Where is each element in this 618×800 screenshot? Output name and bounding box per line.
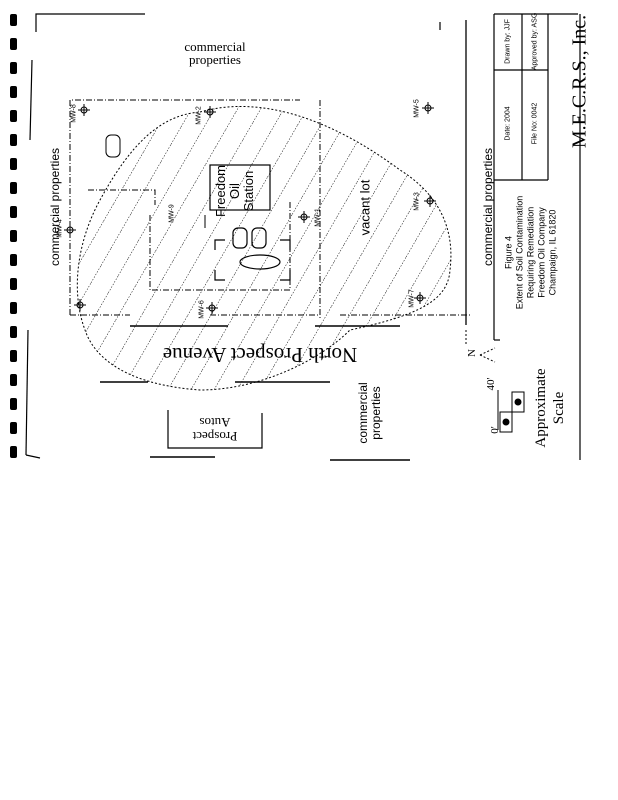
binder-hole (10, 446, 17, 458)
monitoring-wells (64, 102, 436, 314)
binder-hole (10, 38, 17, 50)
prospect-autos-line2: Autos (199, 415, 231, 430)
binder-hole (10, 398, 17, 410)
scale-caption: Approximate Scale (532, 358, 568, 458)
binder-hole (10, 302, 17, 314)
drawn-by-field: Drawn by: JJF (504, 19, 512, 64)
well-label-mw9: MW-9 (168, 204, 176, 223)
border-left-lower (25, 329, 29, 456)
prospect-autos-building (167, 410, 263, 449)
well-label-mw8: MW-8 (70, 104, 78, 123)
binder-hole (10, 350, 17, 362)
well-symbol-mw6 (206, 302, 218, 314)
binder-hole (10, 110, 17, 122)
well-symbol-mw7 (414, 292, 426, 304)
north-arrow (479, 347, 496, 363)
well-symbol-mw5 (422, 102, 434, 114)
station-line3: Station (241, 170, 256, 212)
well-symbol-mw8 (78, 104, 90, 116)
well-symbol-mw4 (64, 224, 76, 236)
binder-hole (10, 206, 17, 218)
scale-caption-line2: Scale (551, 391, 567, 425)
well-label-mw1: MW-1 (314, 208, 322, 227)
figure-number: Figure 4 (503, 235, 514, 270)
tank-marker (105, 134, 121, 158)
binder-hole (10, 254, 17, 266)
binder-hole (10, 230, 17, 242)
title-block-frame (493, 13, 581, 460)
well-symbol-mw3 (424, 195, 436, 207)
well-symbol-mw1 (298, 211, 310, 223)
binder-hole (10, 158, 17, 170)
binder-hole (10, 326, 17, 338)
figure-title-line1: Extent of Soil Contamination (514, 195, 525, 310)
border-left-upper (29, 59, 33, 141)
border-corner-top-left (35, 13, 145, 32)
commercial-top-line2: properties (189, 52, 241, 67)
station-line2: Oil (227, 183, 242, 199)
scale-end-label: 40' (485, 377, 497, 391)
binder-hole (10, 62, 17, 74)
approved-by-field: Approved by: ASG (531, 12, 539, 71)
figure-client: Freedom Oil Company (536, 207, 547, 298)
figure-caption: Figure 4 Extent of Soil Contamination Re… (504, 178, 559, 328)
scale-bar (497, 390, 525, 433)
well-label-mw3: MW-3 (413, 192, 421, 211)
file-number-field: File No: 0042 (531, 102, 539, 145)
binder-hole (10, 182, 17, 194)
vacant-lot-label: vacant lot (357, 179, 373, 236)
prospect-autos-label: Prospect Autos (175, 415, 255, 444)
commercial-right-label: commercial properties (481, 147, 495, 267)
well-label-mw4: MW-4 (56, 219, 64, 238)
binder-hole (10, 374, 17, 386)
contamination-plume (76, 106, 452, 391)
property-line-station-north (69, 99, 300, 315)
drawing-border (25, 13, 441, 459)
commercial-top-line1: commercial (184, 39, 246, 54)
well-label-mw7: MW-7 (408, 289, 416, 308)
well-label-mw2: MW-2 (195, 106, 203, 125)
binder-hole (10, 422, 17, 434)
binder-hole (10, 134, 17, 146)
binder-hole (10, 14, 17, 26)
commercial-left-label: commercial properties (48, 147, 62, 267)
street-label: North Prospect Avenue (162, 343, 358, 367)
well-symbol-mw9 (74, 299, 86, 311)
commercial-bottom-line2: properties (369, 386, 383, 440)
well-label-mw6: MW-6 (198, 300, 206, 319)
well-symbol-mw2 (204, 106, 216, 118)
commercial-top-label: commercial properties (155, 40, 275, 66)
binder-hole (10, 86, 17, 98)
date-field: Date: 2004 (504, 106, 512, 141)
figure-title-line2: Requiring Remediation (525, 206, 536, 299)
north-label: N (466, 349, 478, 357)
binder-hole (10, 278, 17, 290)
scale-start-label: 0' (489, 426, 501, 434)
station-line1: Freedom (213, 164, 228, 218)
figure-location: Champaign, IL 61820 (547, 209, 558, 296)
commercial-bottom-label: commercial properties (356, 373, 383, 453)
border-corner-bottom-left (25, 454, 41, 459)
prospect-autos-line1: Prospect (192, 429, 238, 444)
station-label: Freedom Oil Station (213, 156, 256, 226)
company-name: M.E.C.R.S., Inc. (568, 14, 591, 149)
well-label-mw5: MW-5 (413, 99, 421, 118)
scale-caption-line1: Approximate (533, 368, 549, 448)
